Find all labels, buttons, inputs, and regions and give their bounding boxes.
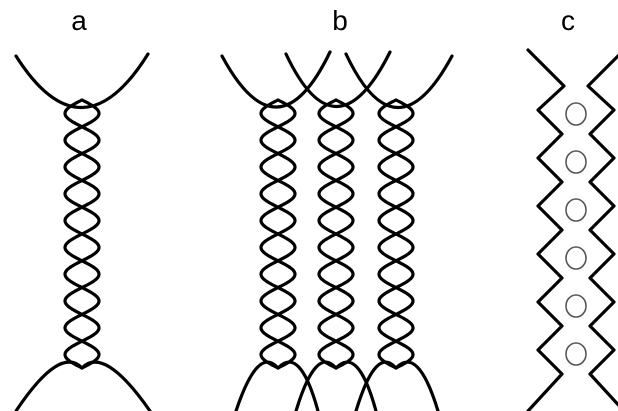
panel-b-top-fan-3 (346, 54, 452, 108)
panel-c-zigzag-chain (528, 50, 618, 411)
panel-c-bead-2 (566, 151, 586, 173)
panel-a-single-helix (16, 54, 150, 411)
panel-a-strand-2 (65, 100, 99, 368)
panel-c-bead-4 (566, 247, 586, 269)
panel-b-helix-1-strand-2 (261, 100, 295, 368)
panel-c-bead-6 (566, 343, 586, 365)
panel-c-bead-1 (566, 103, 586, 125)
panel-a-bottom-fan (16, 362, 150, 411)
panel-b-helix-2-strand-2 (319, 100, 353, 368)
panel-c-right-strand (588, 50, 618, 411)
panel-b-helix-3-strand-2 (379, 100, 413, 368)
panel-c-left-strand (528, 50, 564, 411)
panel-c-bead-5 (566, 295, 586, 317)
panel-b-triple-helix (222, 52, 452, 411)
panel-c-bead-3 (566, 199, 586, 221)
panel-b-top-fan-1 (222, 52, 330, 107)
